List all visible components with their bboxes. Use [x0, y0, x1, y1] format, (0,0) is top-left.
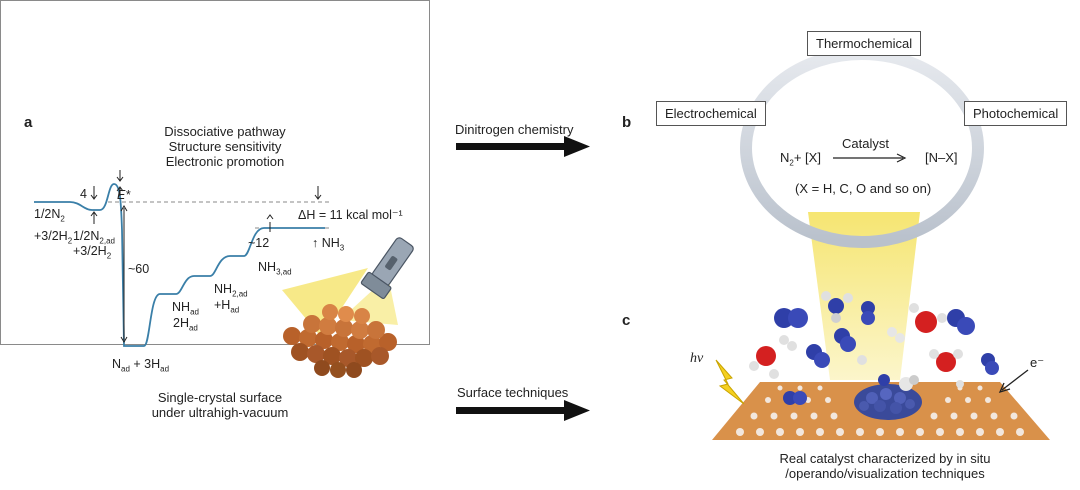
nh2ad-text: NH: [214, 282, 233, 296]
n2-start-sub: 2: [60, 214, 65, 224]
footer-line-2: under ultrahigh-vacuum: [151, 405, 289, 420]
lightning-bolt-icon: [715, 359, 745, 405]
footer-line-1: Single-crystal surface: [157, 390, 283, 405]
h2ad-text: +3/2H: [73, 244, 107, 258]
activation-energy-label: E*: [117, 188, 131, 202]
n2-molecule: [774, 308, 808, 328]
n2-molecule-6: [981, 353, 999, 375]
nh2ad-label: NH2,ad: [214, 282, 248, 302]
nh3-molecule-2: [929, 349, 963, 372]
n2ad-text: 1/2N: [73, 229, 100, 243]
reaction-arrow: [833, 153, 907, 163]
catalyst-label: Catalyst: [842, 136, 889, 151]
panel-a-footer: Single-crystal surface under ultrahigh-v…: [120, 390, 320, 420]
nhad-h-text: 2H: [173, 316, 189, 330]
water-molecule-2: [909, 303, 947, 333]
n2-start-label: 1/2N2: [34, 207, 65, 227]
title-line-3: Electronic promotion: [165, 154, 285, 169]
nh3ad-text: NH: [258, 260, 277, 274]
h2-start-text: +3/2H: [34, 229, 68, 243]
panel-c-caption: Real catalyst characterized by in situ /…: [760, 451, 1010, 481]
hydrogen-molecule-2: [887, 327, 905, 343]
nad-text-2: + 3H: [129, 357, 161, 371]
nhad-text: NH: [172, 300, 191, 314]
n2-start-text: 1/2N: [34, 207, 61, 221]
n2-molecule-5: [947, 309, 975, 335]
well-depth-value: ~60: [128, 262, 150, 276]
caption-line-1: Real catalyst characterized by in situ: [779, 451, 991, 466]
nh3-product-label: ↑ NH3: [312, 236, 344, 256]
h2-start-sub: 2: [67, 236, 73, 246]
product-label: [N–X]: [925, 150, 958, 165]
nad-label: Nad + 3Had: [112, 357, 169, 377]
nh2ad-sub: 2,ad: [232, 289, 248, 299]
surface-atom-grid: [736, 385, 1024, 436]
nad-sub-2: ad: [160, 364, 170, 374]
hydrogen-atom: [857, 355, 964, 388]
metal-nanoparticle: [854, 374, 922, 420]
flashlight-crystal-illustration: [282, 237, 414, 378]
x-definition-note: (X = H, C, O and so on): [795, 181, 932, 196]
electrochemical-box: Electrochemical: [656, 101, 766, 126]
panel-c-label: c: [622, 312, 631, 329]
nh3-molecule: [821, 291, 853, 323]
h2-start-label: +3/2H2: [34, 229, 72, 249]
panel-a-label: a: [24, 114, 33, 131]
panel-b-label: b: [622, 114, 632, 131]
caption-line-2: /operando/visualization techniques: [785, 466, 985, 481]
reactant-text-2: + [X]: [793, 150, 821, 165]
nhad-label: NHad: [172, 300, 199, 320]
nhad-h-label: 2Had: [173, 316, 198, 336]
electron-label: e⁻: [1030, 355, 1045, 370]
nh3-product-sub: 3: [339, 243, 345, 253]
electron-arrow: [998, 369, 1029, 394]
n2ad-label: 1/2N2,ad: [73, 229, 115, 249]
bottom-arrow: [456, 400, 590, 421]
panel-a-frame: [0, 0, 430, 345]
h2ad-label: +3/2H2: [73, 244, 111, 264]
copper-crystal: [283, 304, 397, 378]
adsorbed-n2-molecule: [783, 391, 807, 405]
nh3ad-label: NH3,ad: [258, 260, 292, 280]
n2-molecule-4: [861, 301, 875, 325]
reactant-text: N: [780, 150, 790, 165]
nh3-product-text: ↑ NH: [312, 236, 340, 250]
dinitrogen-chemistry-label: Dinitrogen chemistry: [455, 122, 574, 137]
n2-molecule-2: [834, 328, 856, 352]
water-molecule: [749, 346, 779, 379]
annotation-arrows: [90, 170, 322, 343]
flashlight-beam: [282, 268, 368, 338]
reactant-sub: 2: [789, 158, 794, 168]
n2-molecule-3: [806, 344, 830, 368]
reactant-label: N2+ [X]: [780, 151, 821, 171]
flashlight-icon: [360, 237, 414, 300]
photon-label: hν: [690, 351, 704, 366]
nh2ad-h-sub: ad: [230, 305, 240, 315]
thermochemical-box: Thermochemical: [807, 31, 922, 56]
title-line-1: Dissociative pathway: [164, 124, 286, 139]
energy-diagram: [34, 170, 330, 347]
nh3-step-value: ~12: [248, 236, 270, 250]
nhad-sub: ad: [190, 307, 199, 317]
nh3ad-sub: 3,ad: [276, 267, 292, 277]
n2ad-sub: 2,ad: [99, 236, 115, 246]
barrier-value: 4: [80, 187, 87, 201]
nh2ad-h-label: +Had: [214, 298, 239, 318]
title-line-2: Structure sensitivity: [168, 139, 282, 154]
delta-h-label: ΔH = 11 kcal mol⁻¹: [298, 208, 403, 222]
nhad-h-sub: ad: [188, 323, 198, 333]
hydrogen-molecule: [779, 335, 797, 351]
nad-text: N: [112, 357, 122, 371]
energy-profile-curve: [34, 183, 325, 347]
h2ad-sub: 2: [106, 251, 112, 261]
photochemical-box: Photochemical: [964, 101, 1068, 126]
panel-a-title: Dissociative pathway Structure sensitivi…: [150, 124, 300, 169]
nad-sub: ad: [121, 364, 130, 374]
top-arrow: [456, 136, 590, 157]
nh2ad-h-text: +H: [214, 298, 231, 312]
surface-techniques-label: Surface techniques: [457, 385, 569, 400]
